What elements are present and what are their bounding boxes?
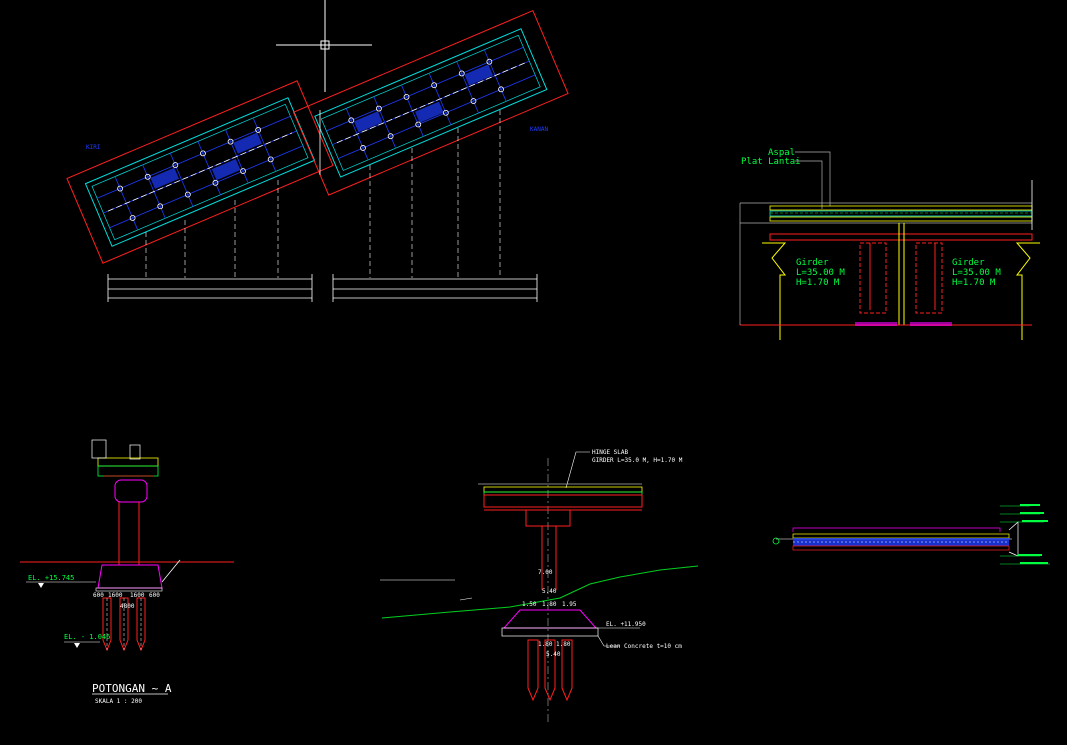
section-a-dim-4: 600 [149,592,160,599]
pier-cap-dim-3: 1.95 [562,601,577,608]
section-a-pier: EL. +15.745 EL. - 1.046 600 1600 1600 60… [20,439,234,705]
girder-right-line3: H=1.70 M [952,278,996,288]
pier-base-dim-1: 1.80 [538,641,553,648]
girder-left-line3: H=1.70 M [796,278,840,288]
pier-cap-dim-2: 1.80 [542,601,557,608]
section-a-scale: SKALA 1 : 200 [95,698,142,705]
girder-left-line2: L=35.00 M [796,268,845,278]
plan-view-right: KANAN [292,10,569,302]
pier-girder-label: GIRDER L=35.0 M, H=1.70 M [592,457,683,464]
deck-girder-detail: Aspal Plat Lantai Girder L=35.00 M H=1.7… [739,148,1040,340]
plan-label-left: KIRI [86,144,101,151]
aspal-label: Aspal [768,148,795,158]
plan-label-right: KANAN [530,126,548,133]
expansion-joint-detail [772,504,1050,565]
pier-height-dim: 7.00 [538,569,553,576]
pier-base-dim-2: 1.80 [556,641,571,648]
section-a-dim-1: 600 [93,592,104,599]
pier-detail: HINGE SLAB GIRDER L=35.0 M, H=1.70 M 7.0… [380,449,699,725]
pier-el-right: EL. +11.950 [606,621,646,628]
section-a-el-top: EL. +15.745 [28,574,74,582]
girder-right-line1: Girder [952,258,985,268]
pier-lean-concrete: Lean Concrete t=10 cm [606,643,682,650]
section-a-title: POTONGAN ~ A [92,682,172,695]
pier-cap-dim-1: 1.50 [522,601,537,608]
girder-right-line2: L=35.00 M [952,268,1001,278]
plat-lantai-label: Plat Lantai [741,157,801,167]
section-a-dim-3: 1600 [130,592,145,599]
plan-view-left: KIRI [66,80,334,302]
section-a-el-bottom: EL. - 1.046 [64,633,110,641]
crosshair-cursor[interactable] [276,0,372,92]
pier-base-dim-total: 5.40 [546,651,561,658]
pier-cap-dim: 5.40 [542,588,557,595]
section-a-dim-total: 4800 [120,603,135,610]
section-a-dim-2: 1600 [108,592,123,599]
girder-left-line1: Girder [796,258,829,268]
pier-hinge-slab-label: HINGE SLAB [592,449,629,456]
